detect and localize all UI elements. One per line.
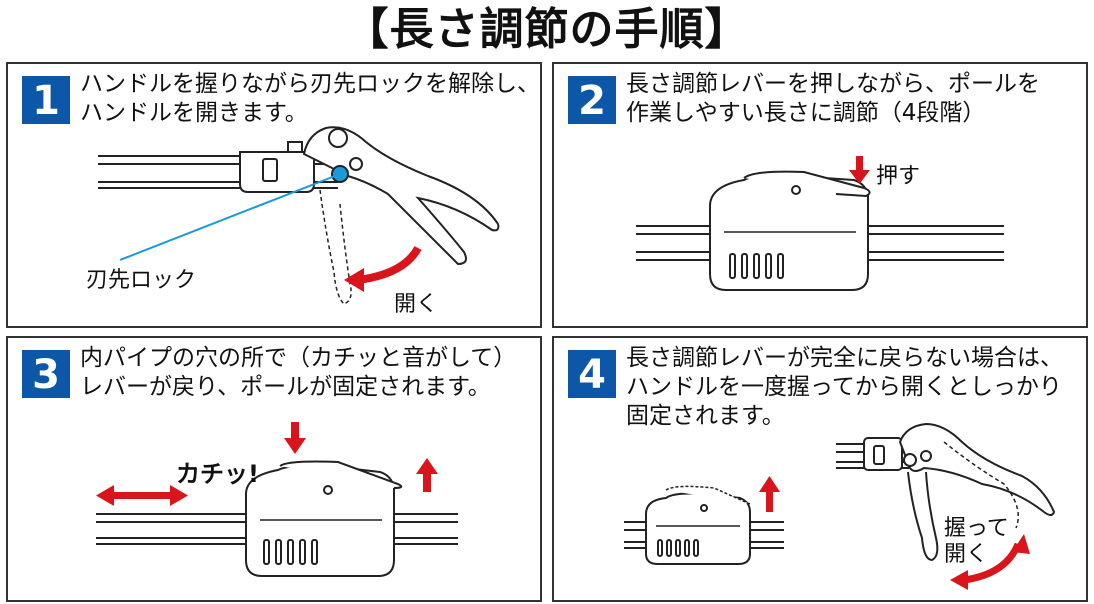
regrip-illustration xyxy=(624,422,1056,590)
step-number: 2 xyxy=(568,76,616,124)
dashed-handle xyxy=(943,441,1019,529)
handle-unlock-illustration xyxy=(98,126,500,305)
step-number: 4 xyxy=(568,350,616,398)
grip-slots xyxy=(263,539,318,565)
step-2-panel: 2 長さ調節レバーを押しながら、ポールを 作業しやすい長さに調節（4段階） 押す xyxy=(552,62,1088,328)
step-number: 3 xyxy=(22,350,70,398)
leader-line xyxy=(119,173,341,261)
label-click: カチッ! xyxy=(176,460,259,488)
page-title: 【長さ調節の手順】 xyxy=(344,4,750,55)
pole-clamp xyxy=(239,141,315,193)
clamp-block xyxy=(645,485,751,565)
step-4-panel: 4 長さ調節レバーが完全に戻らない場合は、 ハンドルを一度握ってから開くとしっか… xyxy=(552,336,1088,602)
label-grip-open: 握って 開く xyxy=(944,516,1009,567)
label-blade-lock: 刃先ロック xyxy=(86,268,197,293)
up-arrow xyxy=(416,458,438,492)
step-description: 長さ調節レバーが完全に戻らない場合は、 ハンドルを一度握ってから開くとしっかり … xyxy=(626,345,1063,429)
step-number: 1 xyxy=(22,76,70,124)
dashed-lever xyxy=(319,189,352,305)
label-push: 押す xyxy=(876,164,921,189)
step-3-panel: 3 内パイプの穴の所で（カチッと音がして） レバーが戻り、ポールが固定されます。 xyxy=(6,336,542,602)
grip-slots xyxy=(729,253,784,279)
step-description: 内パイプの穴の所で（カチッと音がして） レバーが戻り、ポールが固定されます。 xyxy=(80,345,517,400)
slide-arrow xyxy=(96,485,188,506)
down-arrow xyxy=(284,422,306,454)
step-1-panel: 1 ハンドルを握りながら刃先ロックを解除し、 ハンドルを開きます。 xyxy=(6,62,542,328)
label-open: 開く xyxy=(394,292,439,317)
push-arrow xyxy=(849,156,870,184)
handle xyxy=(302,126,500,266)
clamp-block xyxy=(245,460,403,577)
lever-push-illustration xyxy=(636,156,1004,291)
step-description: ハンドルを握りながら刃先ロックを解除し、 ハンドルを開きます。 xyxy=(80,71,540,126)
up-arrow xyxy=(759,476,780,512)
step-description: 長さ調節レバーを押しながら、ポールを 作業しやすい長さに調節（4段階） xyxy=(626,71,1040,126)
handle xyxy=(863,422,1056,562)
open-arrow xyxy=(357,245,422,284)
lever-click-illustration xyxy=(96,422,458,577)
clamp-block xyxy=(709,170,871,291)
